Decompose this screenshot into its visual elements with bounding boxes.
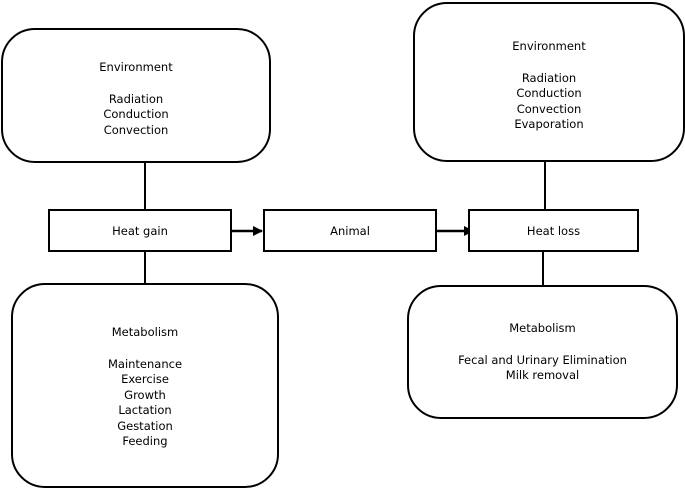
environment-loss-box: Environment Radiation Conduction Convect… <box>413 2 685 162</box>
environment-loss-title: Environment <box>512 39 586 53</box>
metabolism-loss-item: Fecal and Urinary Elimination <box>458 352 627 367</box>
metabolism-gain-box: Metabolism Maintenance Exercise Growth L… <box>11 283 279 488</box>
environment-gain-item: Convection <box>103 122 169 137</box>
environment-loss-item: Conduction <box>516 86 582 100</box>
animal-box: Animal <box>263 209 437 252</box>
metabolism-gain-title: Metabolism <box>111 325 179 339</box>
heat-loss-box: Heat loss <box>468 209 639 252</box>
metabolism-gain-item: Growth <box>124 387 166 402</box>
metabolism-loss-box: Metabolism Fecal and Urinary Elimination… <box>407 285 678 419</box>
heat-gain-box: Heat gain <box>48 209 232 252</box>
environment-gain-box: Environment Radiation Conduction Convect… <box>1 28 271 163</box>
environment-loss-item: Evaporation <box>514 117 584 131</box>
metabolism-gain-item: Maintenance <box>107 356 183 371</box>
metabolism-loss-title: Metabolism <box>509 321 576 335</box>
environment-gain-title: Environment <box>99 60 173 74</box>
heat-loss-label: Heat loss <box>526 223 581 238</box>
metabolism-gain-item: Exercise <box>121 372 169 386</box>
metabolism-gain-item: Feeding <box>122 434 168 448</box>
animal-label: Animal <box>330 223 370 238</box>
environment-gain-item: Radiation <box>108 91 164 106</box>
environment-loss-item: Convection <box>516 101 582 116</box>
metabolism-gain-item: Gestation <box>117 418 173 433</box>
environment-loss-item: Radiation <box>521 70 577 85</box>
metabolism-gain-item: Lactation <box>118 403 172 417</box>
heat-gain-label: Heat gain <box>112 223 168 238</box>
metabolism-loss-item: Milk removal <box>505 368 580 382</box>
environment-gain-item: Conduction <box>103 107 169 121</box>
